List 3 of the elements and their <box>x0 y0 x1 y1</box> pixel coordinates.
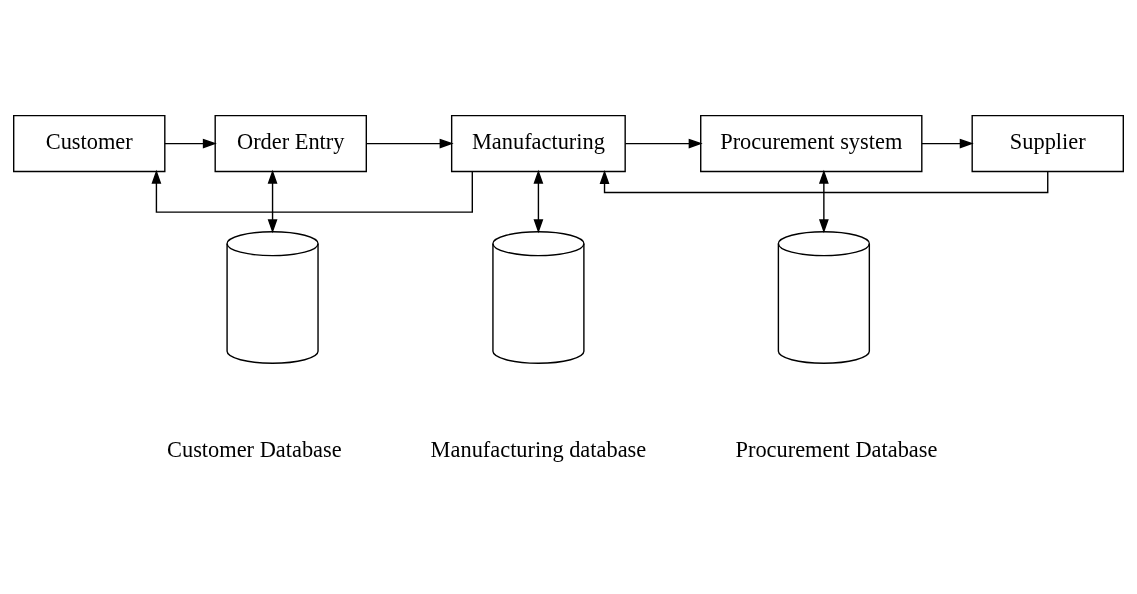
node-label: Procurement Database <box>735 436 938 462</box>
node-label: Manufacturing database <box>430 436 647 462</box>
node-label: Customer Database <box>167 436 342 462</box>
